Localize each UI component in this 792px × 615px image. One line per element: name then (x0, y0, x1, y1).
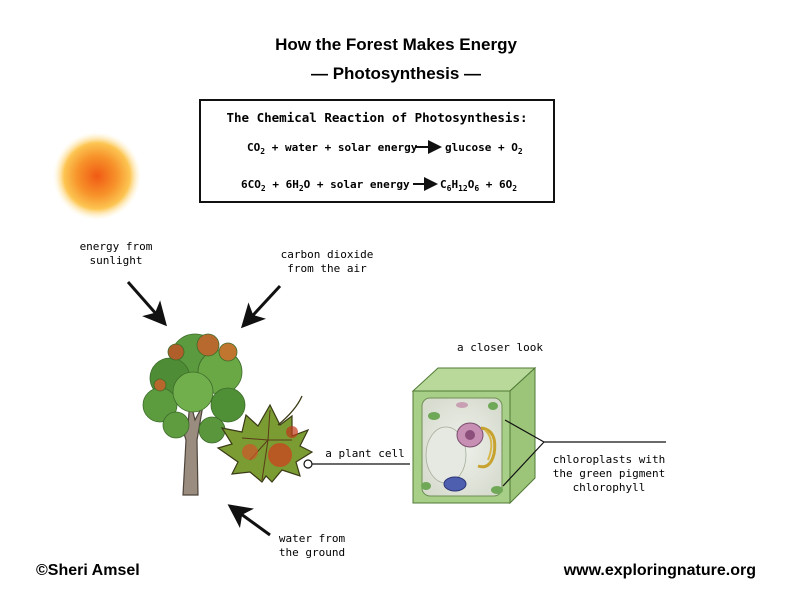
eq2-right-d: + 6O (479, 178, 513, 191)
water-arrow (227, 504, 271, 537)
equation-1-products: glucose + O2 (445, 141, 523, 156)
eq2-right-a: C (440, 178, 447, 191)
eq2-sub-b: 2 (298, 184, 304, 193)
website-link[interactable]: www.exploringnature.org (563, 562, 756, 579)
eq2-sub-o2: 2 (512, 184, 518, 193)
eq2-sub-c: 6 (446, 184, 452, 193)
tree-icon (142, 333, 246, 496)
eq2-sub-h: 12 (458, 184, 468, 193)
cell-pointer (303, 459, 410, 469)
eq1-co2: CO (247, 141, 261, 154)
co2-arrow (240, 284, 282, 329)
label-chloroplasts: chloroplasts with the green pigment chlo… (552, 453, 666, 494)
reaction-box (199, 99, 555, 203)
copyright-text: ©Sheri Amsel (36, 562, 140, 579)
eq2-left-a: 6CO (241, 178, 261, 191)
equation-2-products: C6H12O6 + 6O2 (440, 178, 517, 193)
equation-1-reactants: CO2 + water + solar energy (247, 141, 417, 156)
sunlight-arrow (126, 281, 167, 327)
eq1-product-sub: 2 (517, 147, 523, 156)
eq2-right-c: O (467, 178, 475, 191)
maple-leaf-icon (216, 395, 314, 483)
eq2-right-b: H (451, 178, 459, 191)
chloroplast-pointer (502, 419, 666, 487)
label-energy-from-sunlight: energy from sunlight (79, 240, 153, 267)
eq2-sub-o: 6 (474, 184, 480, 193)
eq1-product: glucose + O (445, 141, 518, 154)
eq1-left-rest: + water + solar energy (265, 141, 418, 154)
label-carbon-dioxide: carbon dioxide from the air (280, 248, 374, 275)
sun-icon (53, 132, 141, 220)
eq2-left-c: O + solar energy (303, 178, 410, 191)
eq1-co2-sub: 2 (260, 147, 266, 156)
label-closer-look: a closer look (456, 341, 544, 354)
equation-2-reactants: 6CO2 + 6H2O + solar energy (241, 178, 410, 193)
label-water-from-ground: water from the ground (278, 532, 346, 559)
plant-cell-icon (411, 366, 537, 505)
reaction-heading: The Chemical Reaction of Photosynthesis: (226, 110, 528, 125)
eq2-sub-a: 2 (260, 184, 266, 193)
title-line-2: — Photosynthesis — (310, 64, 482, 83)
title-line-1: How the Forest Makes Energy (275, 35, 517, 54)
label-plant-cell: a plant cell (325, 447, 405, 460)
eq2-left-b: + 6H (265, 178, 299, 191)
